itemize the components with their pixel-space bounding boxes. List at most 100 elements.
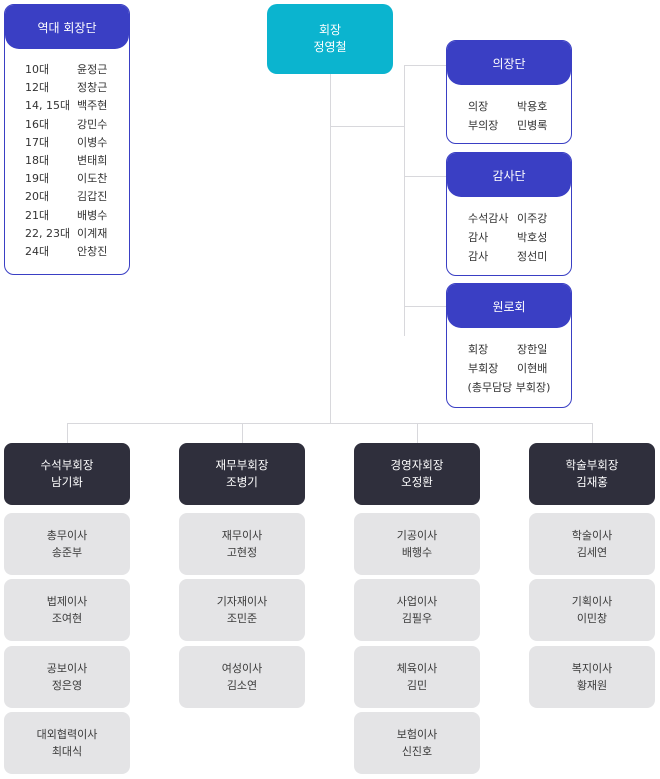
past-president-term: 19대 bbox=[25, 172, 50, 186]
audit-role: 수석감사 bbox=[468, 211, 509, 225]
vice-president-name: 남기화 bbox=[51, 475, 83, 489]
director-name: 송준부 bbox=[51, 546, 83, 559]
director-name: 정은영 bbox=[51, 679, 83, 692]
director-name: 김세연 bbox=[576, 546, 608, 559]
past-president-name: 윤정근 bbox=[77, 63, 108, 77]
audit-role: 감사 bbox=[468, 249, 489, 263]
director-name: 김필우 bbox=[401, 612, 433, 625]
director-title: 학술이사 bbox=[571, 529, 613, 542]
chair-role: 부의장 bbox=[468, 118, 499, 132]
director-title: 보험이사 bbox=[396, 728, 438, 741]
president-node: 회장 정영철 bbox=[267, 4, 393, 74]
director-name: 조민준 bbox=[226, 612, 258, 625]
director-title: 총무이사 bbox=[46, 529, 88, 542]
past-president-name: 안창진 bbox=[77, 244, 108, 258]
director-title: 기자재이사 bbox=[216, 595, 268, 608]
director-title: 기획이사 bbox=[571, 595, 613, 608]
audit-name: 이주강 bbox=[517, 211, 548, 225]
vice-president-title: 경영자회장 bbox=[390, 458, 444, 472]
director-name: 조여현 bbox=[51, 612, 83, 625]
past-president-name: 변태희 bbox=[77, 154, 108, 168]
past-president-name: 백주현 bbox=[77, 99, 108, 113]
vice-president-title: 재무부회장 bbox=[215, 458, 269, 472]
vice-president-title: 수석부회장 bbox=[40, 458, 94, 472]
audit-name: 박호성 bbox=[517, 230, 548, 244]
vice-president-name: 오정환 bbox=[401, 475, 433, 489]
director-title: 대외협력이사 bbox=[36, 728, 98, 741]
elders-row: 회장 장한일 bbox=[447, 339, 571, 358]
audit-row: 감사 박호성 bbox=[447, 227, 571, 246]
past-president-name: 김갑진 bbox=[77, 190, 108, 204]
director-name: 황재원 bbox=[576, 679, 608, 692]
director-title: 여성이사 bbox=[221, 662, 263, 675]
past-president-term: 17대 bbox=[25, 135, 50, 149]
past-president-term: 16대 bbox=[25, 117, 50, 131]
vice-president-title: 학술부회장 bbox=[565, 458, 619, 472]
connector-horizontal-bus bbox=[67, 423, 593, 424]
director-title: 재무이사 bbox=[221, 529, 263, 542]
past-president-name: 이도찬 bbox=[77, 172, 108, 186]
past-president-name: 정창근 bbox=[77, 81, 108, 95]
director-name: 김민 bbox=[406, 679, 428, 692]
connector-chair bbox=[404, 65, 447, 66]
chair-name: 박용호 bbox=[517, 99, 548, 113]
connector-vp-2 bbox=[242, 423, 243, 443]
vice-president-name: 김재홍 bbox=[576, 475, 608, 489]
elders-note: (총무담당 부회장) bbox=[467, 380, 551, 394]
director-name: 최대식 bbox=[51, 745, 83, 758]
president-title: 회장 bbox=[318, 23, 342, 37]
director-name: 고현정 bbox=[226, 546, 258, 559]
connector-vp-3 bbox=[417, 423, 418, 443]
director-name: 배행수 bbox=[401, 546, 433, 559]
connector-elders bbox=[404, 306, 447, 307]
director-title: 기공이사 bbox=[396, 529, 438, 542]
elders-role: 회장 bbox=[468, 342, 489, 356]
past-president-name: 이병수 bbox=[77, 135, 108, 149]
past-president-row: 17대 이병수 bbox=[5, 133, 129, 151]
director-name: 이민창 bbox=[576, 612, 608, 625]
past-president-name: 이계재 bbox=[77, 226, 108, 240]
connector-vp-4 bbox=[592, 423, 593, 443]
audit-name: 정선미 bbox=[517, 249, 548, 263]
audit-row: 수석감사 이주강 bbox=[447, 208, 571, 227]
audit-role: 감사 bbox=[468, 230, 489, 244]
past-presidents-header: 역대 회장단 bbox=[5, 5, 129, 49]
connector-audit bbox=[404, 176, 447, 177]
chair-header: 의장단 bbox=[447, 41, 571, 85]
elders-header: 원로회 bbox=[447, 284, 571, 328]
director-name: 김소연 bbox=[226, 679, 258, 692]
elders-name: 이현배 bbox=[517, 361, 548, 375]
elders-name: 장한일 bbox=[517, 342, 548, 356]
director-title: 공보이사 bbox=[46, 662, 88, 675]
director-title: 법제이사 bbox=[46, 595, 88, 608]
vice-president-name: 조병기 bbox=[226, 475, 258, 489]
chair-name: 민병록 bbox=[517, 118, 548, 132]
connector-right-spine bbox=[404, 66, 405, 336]
